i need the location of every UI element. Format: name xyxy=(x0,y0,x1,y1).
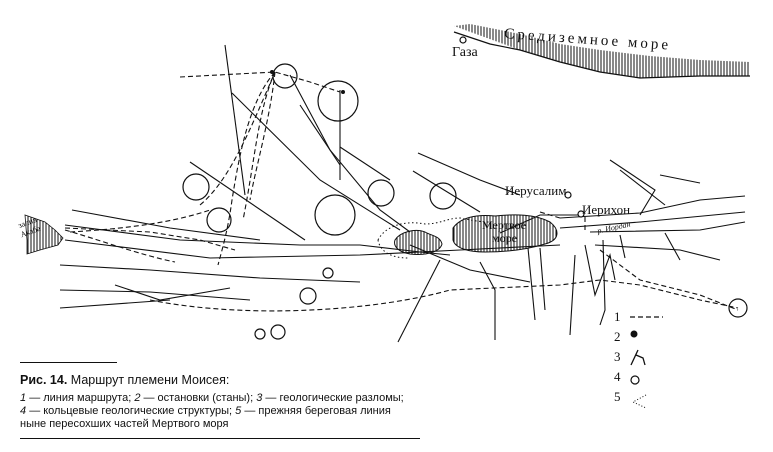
caption-body: 1 — линия маршрута; 2 — остановки (станы… xyxy=(20,392,420,431)
legend-number: 1 xyxy=(614,309,621,324)
legend: 1 2 3 4 5 xyxy=(614,307,622,407)
legend-item: 3 xyxy=(614,347,622,367)
dead-sea-label-line1: Мертвое xyxy=(482,218,526,232)
figure-title: Маршрут племени Моисея: xyxy=(70,373,230,387)
jerusalem-marker xyxy=(564,191,572,199)
caption-item-text: — прежняя береговая линия ныне пересохши… xyxy=(20,405,391,430)
gaza-marker xyxy=(459,36,467,44)
legend-number: 4 xyxy=(614,369,621,384)
legend-number: 3 xyxy=(614,349,621,364)
caption-item-text: — линия маршрута; xyxy=(29,392,132,404)
camp-stop xyxy=(270,70,274,74)
legend-number: 2 xyxy=(614,329,621,344)
legend-ring-symbol xyxy=(630,375,640,385)
figure-caption: Рис. 14. Маршрут племени Моисея: 1 — лин… xyxy=(20,373,420,431)
legend-symbols xyxy=(630,316,663,409)
caption-item-number: 5 xyxy=(235,405,242,417)
jericho-label: Иерихон xyxy=(582,202,631,217)
legend-fault-symbol xyxy=(630,349,646,366)
caption-divider-bottom xyxy=(20,438,420,439)
route-line xyxy=(64,71,739,312)
legend-item: 2 xyxy=(614,327,622,347)
dead-sea xyxy=(394,214,558,255)
caption-title: Рис. 14. Маршрут племени Моисея: xyxy=(20,373,420,387)
figure-label: Рис. 14. xyxy=(20,373,68,387)
fault-lines xyxy=(59,44,746,343)
legend-item: 4 xyxy=(614,367,622,387)
gaza-label: Газа xyxy=(452,45,478,60)
caption-item-text: — геологические разломы; xyxy=(265,392,404,404)
caption-item-text: — остановки (станы); xyxy=(143,392,254,404)
legend-number: 5 xyxy=(614,389,621,404)
caption-item-number: 3 xyxy=(256,392,263,404)
ring-structures xyxy=(182,63,748,340)
caption-item-number: 1 xyxy=(20,392,27,404)
legend-stop-symbol xyxy=(630,330,638,338)
camp-stop xyxy=(341,90,345,94)
dead-sea-label-line2: море xyxy=(492,231,517,245)
gulf-of-aqaba xyxy=(24,214,64,255)
caption-item-text: — кольцевые геологические структуры; xyxy=(29,405,233,417)
caption-item-number: 4 xyxy=(20,405,27,417)
legend-item: 1 xyxy=(614,307,622,327)
jerusalem-label: Иерусалим xyxy=(505,183,567,198)
legend-shoreline-symbol xyxy=(631,394,647,409)
caption-divider-top xyxy=(20,362,117,363)
mediterranean-coast xyxy=(453,24,750,79)
caption-item-number: 2 xyxy=(134,392,141,404)
jericho-marker xyxy=(577,210,585,218)
legend-item: 5 xyxy=(614,387,622,407)
